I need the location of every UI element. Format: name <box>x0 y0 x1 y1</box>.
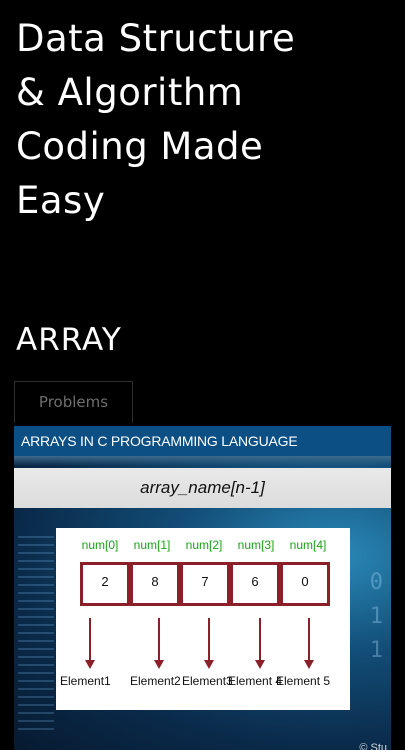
index-label: num[4] <box>289 538 327 552</box>
title-line: Coding Made <box>16 125 264 168</box>
section-heading: ARRAY <box>16 322 122 358</box>
title-line: Data Structure <box>16 17 296 60</box>
page-title: Data Structure & Algorithm Coding Made E… <box>16 12 396 228</box>
element-label: Element2 <box>130 674 181 688</box>
arrow-icon <box>208 618 210 662</box>
title-line: Easy <box>16 179 106 222</box>
arrow-head-icon <box>154 660 164 669</box>
arrow-icon <box>158 618 160 662</box>
arrow-head-icon <box>255 660 265 669</box>
array-cell: 0 <box>280 562 330 606</box>
arrow-icon <box>89 618 91 662</box>
title-line: & Algorithm <box>16 71 244 114</box>
arrow-head-icon <box>304 660 314 669</box>
arrow-icon <box>308 618 310 662</box>
background-decoration <box>18 536 54 736</box>
array-cell: 6 <box>230 562 280 606</box>
syntax-label: array_name[n-1] <box>14 468 391 508</box>
header-shade <box>14 456 391 466</box>
arrow-head-icon <box>204 660 214 669</box>
array-cell: 2 <box>80 562 130 606</box>
element-label: Element3 <box>182 674 233 688</box>
figure-header: ARRAYS IN C PROGRAMMING LANGUAGE <box>14 426 391 456</box>
element-label: Element 4 <box>228 674 283 688</box>
element-label: Element 5 <box>276 674 331 688</box>
array-panel: num[0] num[1] num[2] num[3] num[4] 2 8 7… <box>56 528 350 710</box>
element-label: Element1 <box>60 674 111 688</box>
arrow-icon <box>259 618 261 662</box>
index-label: num[3] <box>237 538 275 552</box>
array-cell: 7 <box>180 562 230 606</box>
index-label: num[0] <box>81 538 119 552</box>
array-cell: 8 <box>130 562 180 606</box>
watermark: © Stu <box>359 742 387 750</box>
tab-problems[interactable]: Problems <box>14 381 133 423</box>
arrow-head-icon <box>85 660 95 669</box>
index-label: num[1] <box>133 538 171 552</box>
index-label: num[2] <box>185 538 223 552</box>
